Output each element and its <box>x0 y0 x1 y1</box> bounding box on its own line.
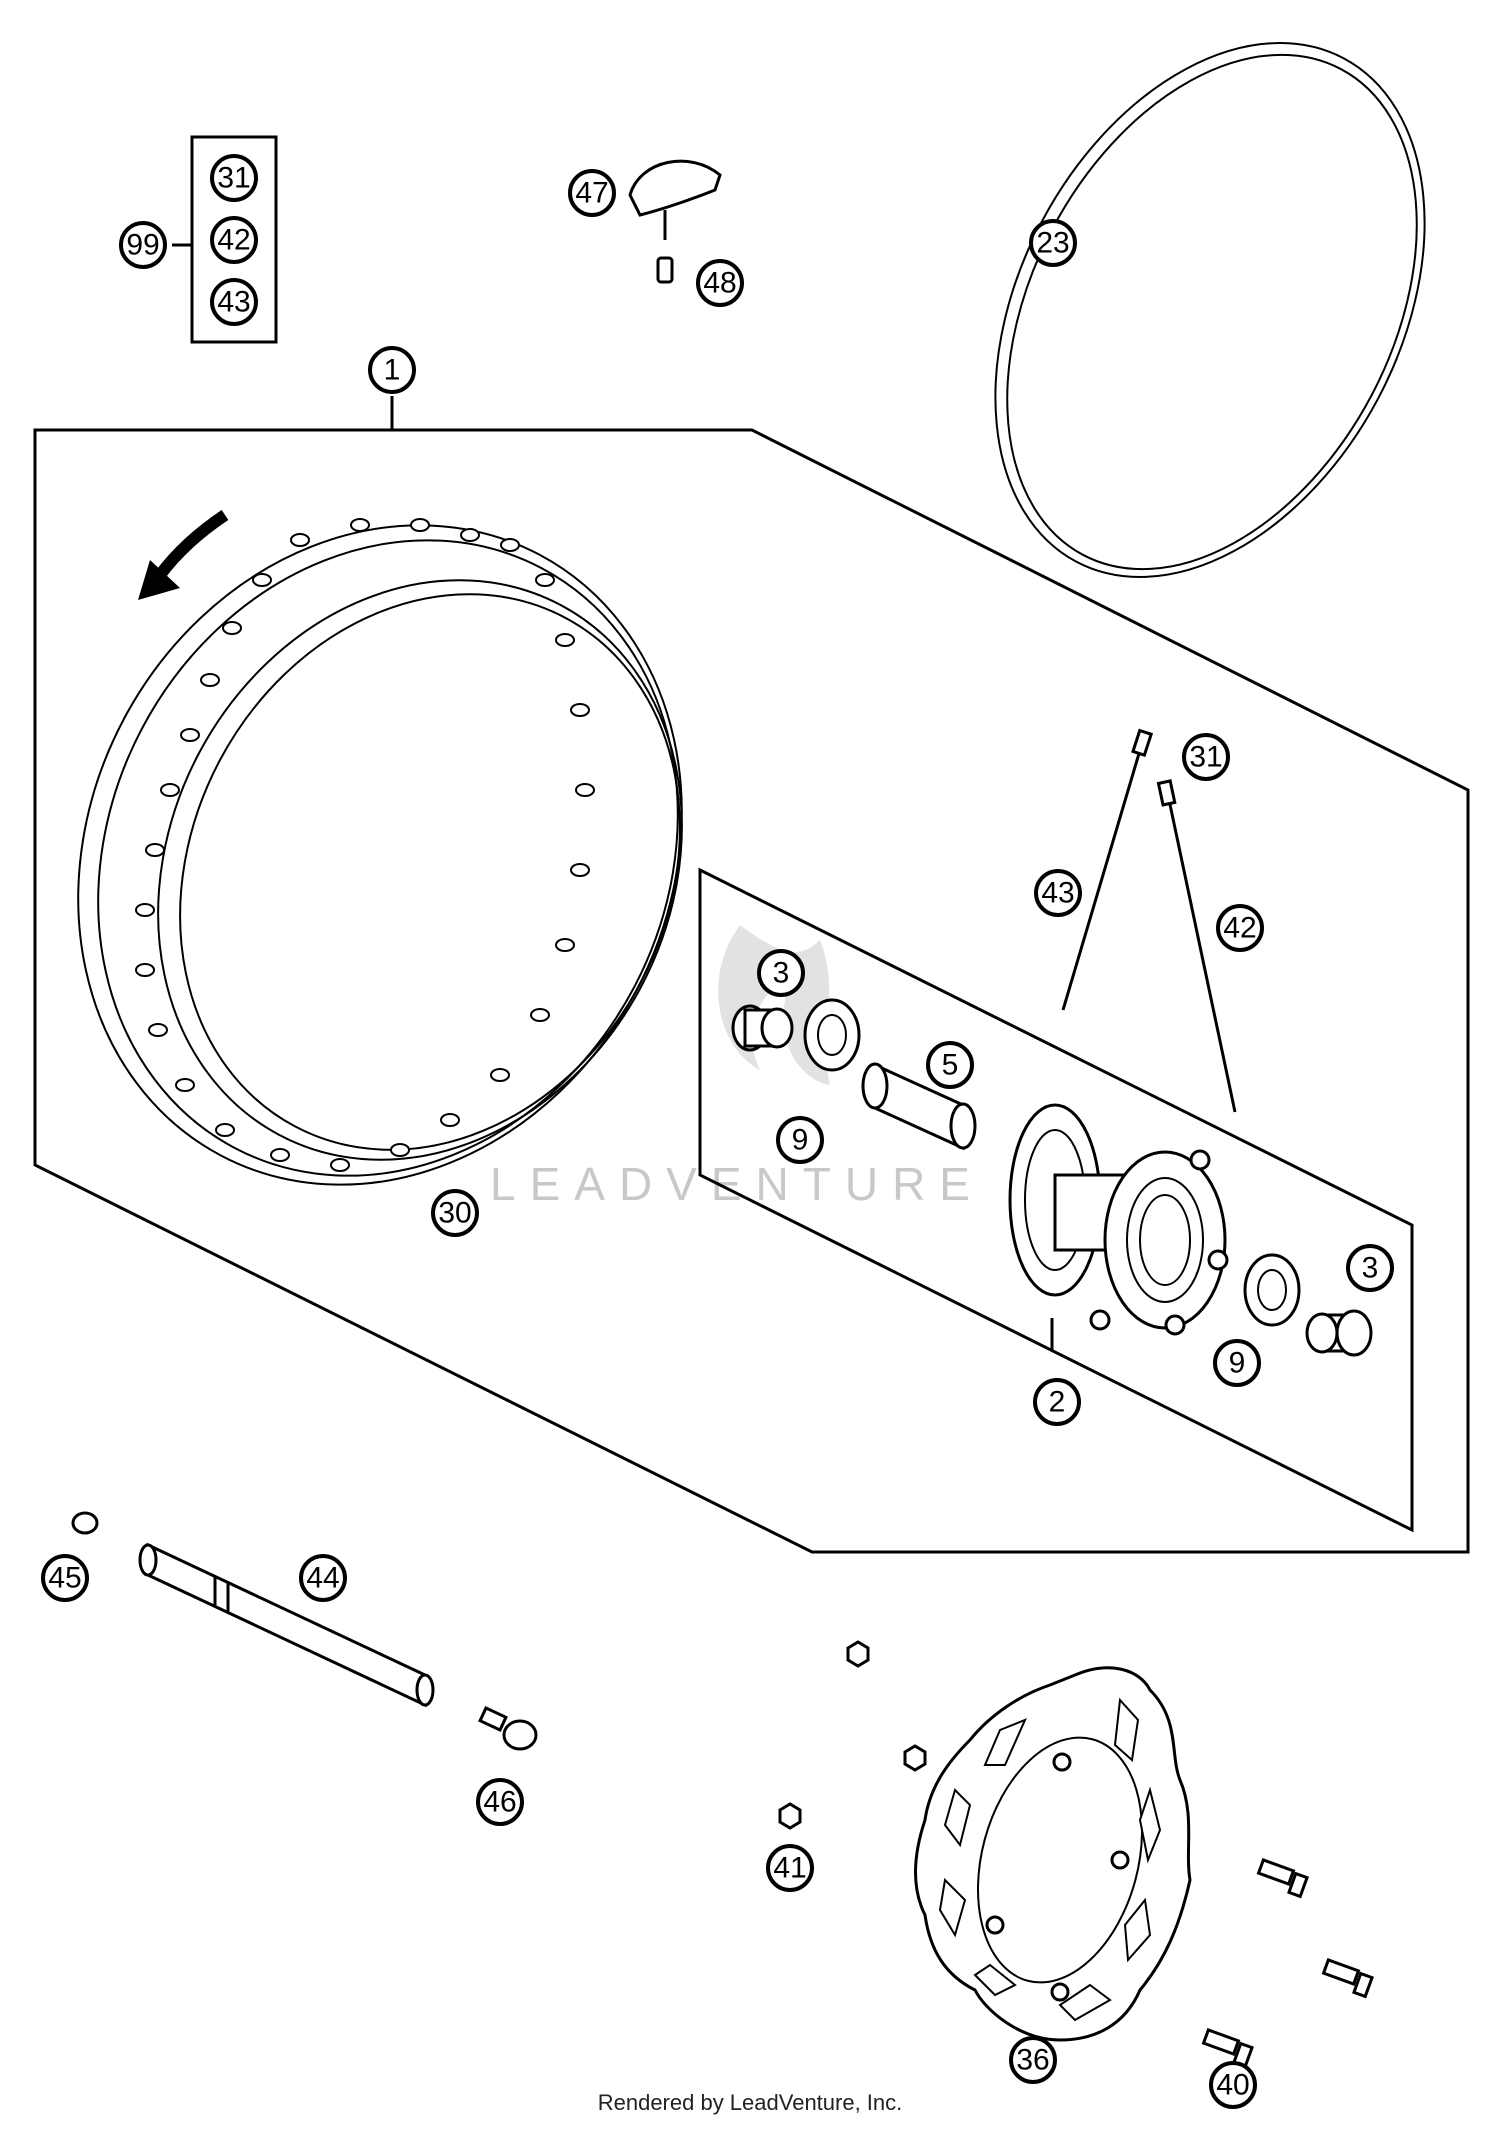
callout-3-left: 3 <box>757 949 805 997</box>
callout-9-left: 9 <box>776 1116 824 1164</box>
callout-31-kit: 31 <box>210 154 258 202</box>
callout-36-label: 36 <box>1016 2044 1049 2077</box>
callout-36: 36 <box>1009 2036 1057 2084</box>
brake-disc-illustration <box>914 1666 1192 2042</box>
callout-5-label: 5 <box>942 1049 959 1082</box>
callout-42-spoke: 42 <box>1216 904 1264 952</box>
callout-9-right-label: 9 <box>1229 1347 1246 1380</box>
callout-46: 46 <box>476 1778 524 1826</box>
callout-43-spoke-label: 43 <box>1041 877 1074 910</box>
callout-44: 44 <box>299 1554 347 1602</box>
callout-47: 47 <box>568 169 616 217</box>
callout-42-kit: 42 <box>210 216 258 264</box>
callout-41: 41 <box>766 1844 814 1892</box>
callout-48: 48 <box>696 259 744 307</box>
hub-parts-illustration <box>731 998 1373 1357</box>
callout-3-left-label: 3 <box>773 957 790 990</box>
callout-41-label: 41 <box>773 1852 806 1885</box>
wheel-assembly-outline <box>33 428 1470 1554</box>
callout-30-label: 30 <box>438 1197 471 1230</box>
callout-40: 40 <box>1209 2061 1257 2109</box>
callout-3-right-label: 3 <box>1362 1252 1379 1285</box>
callout-43-kit-label: 43 <box>217 286 250 319</box>
callout-47-label: 47 <box>575 177 608 210</box>
callout-45-label: 45 <box>48 1562 81 1595</box>
callout-43-spoke: 43 <box>1034 869 1082 917</box>
callout-31-kit-label: 31 <box>217 162 250 195</box>
callout-40-label: 40 <box>1216 2069 1249 2102</box>
callout-42-kit-label: 42 <box>217 224 250 257</box>
callout-3-right: 3 <box>1346 1244 1394 1292</box>
callout-42-spoke-label: 42 <box>1223 912 1256 945</box>
axle-illustration <box>71 1511 538 1751</box>
callout-23-label: 23 <box>1036 227 1069 260</box>
callout-1-label: 1 <box>384 354 401 387</box>
watermark: LEADVENTURE <box>490 925 984 1210</box>
rotation-arrow-icon <box>138 510 229 600</box>
callout-2-label: 2 <box>1049 1386 1066 1419</box>
callout-44-label: 44 <box>306 1562 339 1595</box>
callout-30: 30 <box>431 1189 479 1237</box>
callout-48-label: 48 <box>703 267 736 300</box>
callout-43-kit: 43 <box>210 278 258 326</box>
callout-31-spoke: 31 <box>1182 733 1230 781</box>
callout-9-left-label: 9 <box>792 1124 809 1157</box>
watermark-text: LEADVENTURE <box>490 1158 984 1210</box>
callout-9-right: 9 <box>1213 1339 1261 1387</box>
hub-assembly-outline <box>698 867 1414 1533</box>
callout-99-label: 99 <box>126 229 159 262</box>
footer-credit: Rendered by LeadVenture, Inc. <box>597 2090 903 2115</box>
callout-2: 2 <box>1033 1378 1081 1426</box>
valve-illustration <box>628 159 722 284</box>
callout-99: 99 <box>119 221 167 269</box>
fastener-illustration <box>778 1640 1374 2069</box>
spoke-illustration <box>1061 728 1237 1113</box>
callout-46-label: 46 <box>483 1786 516 1819</box>
callout-5: 5 <box>926 1041 974 1089</box>
callout-31-spoke-label: 31 <box>1189 741 1222 774</box>
callout-1: 1 <box>368 346 416 394</box>
kit-box <box>190 135 278 344</box>
rim-illustration <box>77 518 683 1186</box>
callout-45: 45 <box>41 1554 89 1602</box>
callout-23: 23 <box>1029 219 1077 267</box>
